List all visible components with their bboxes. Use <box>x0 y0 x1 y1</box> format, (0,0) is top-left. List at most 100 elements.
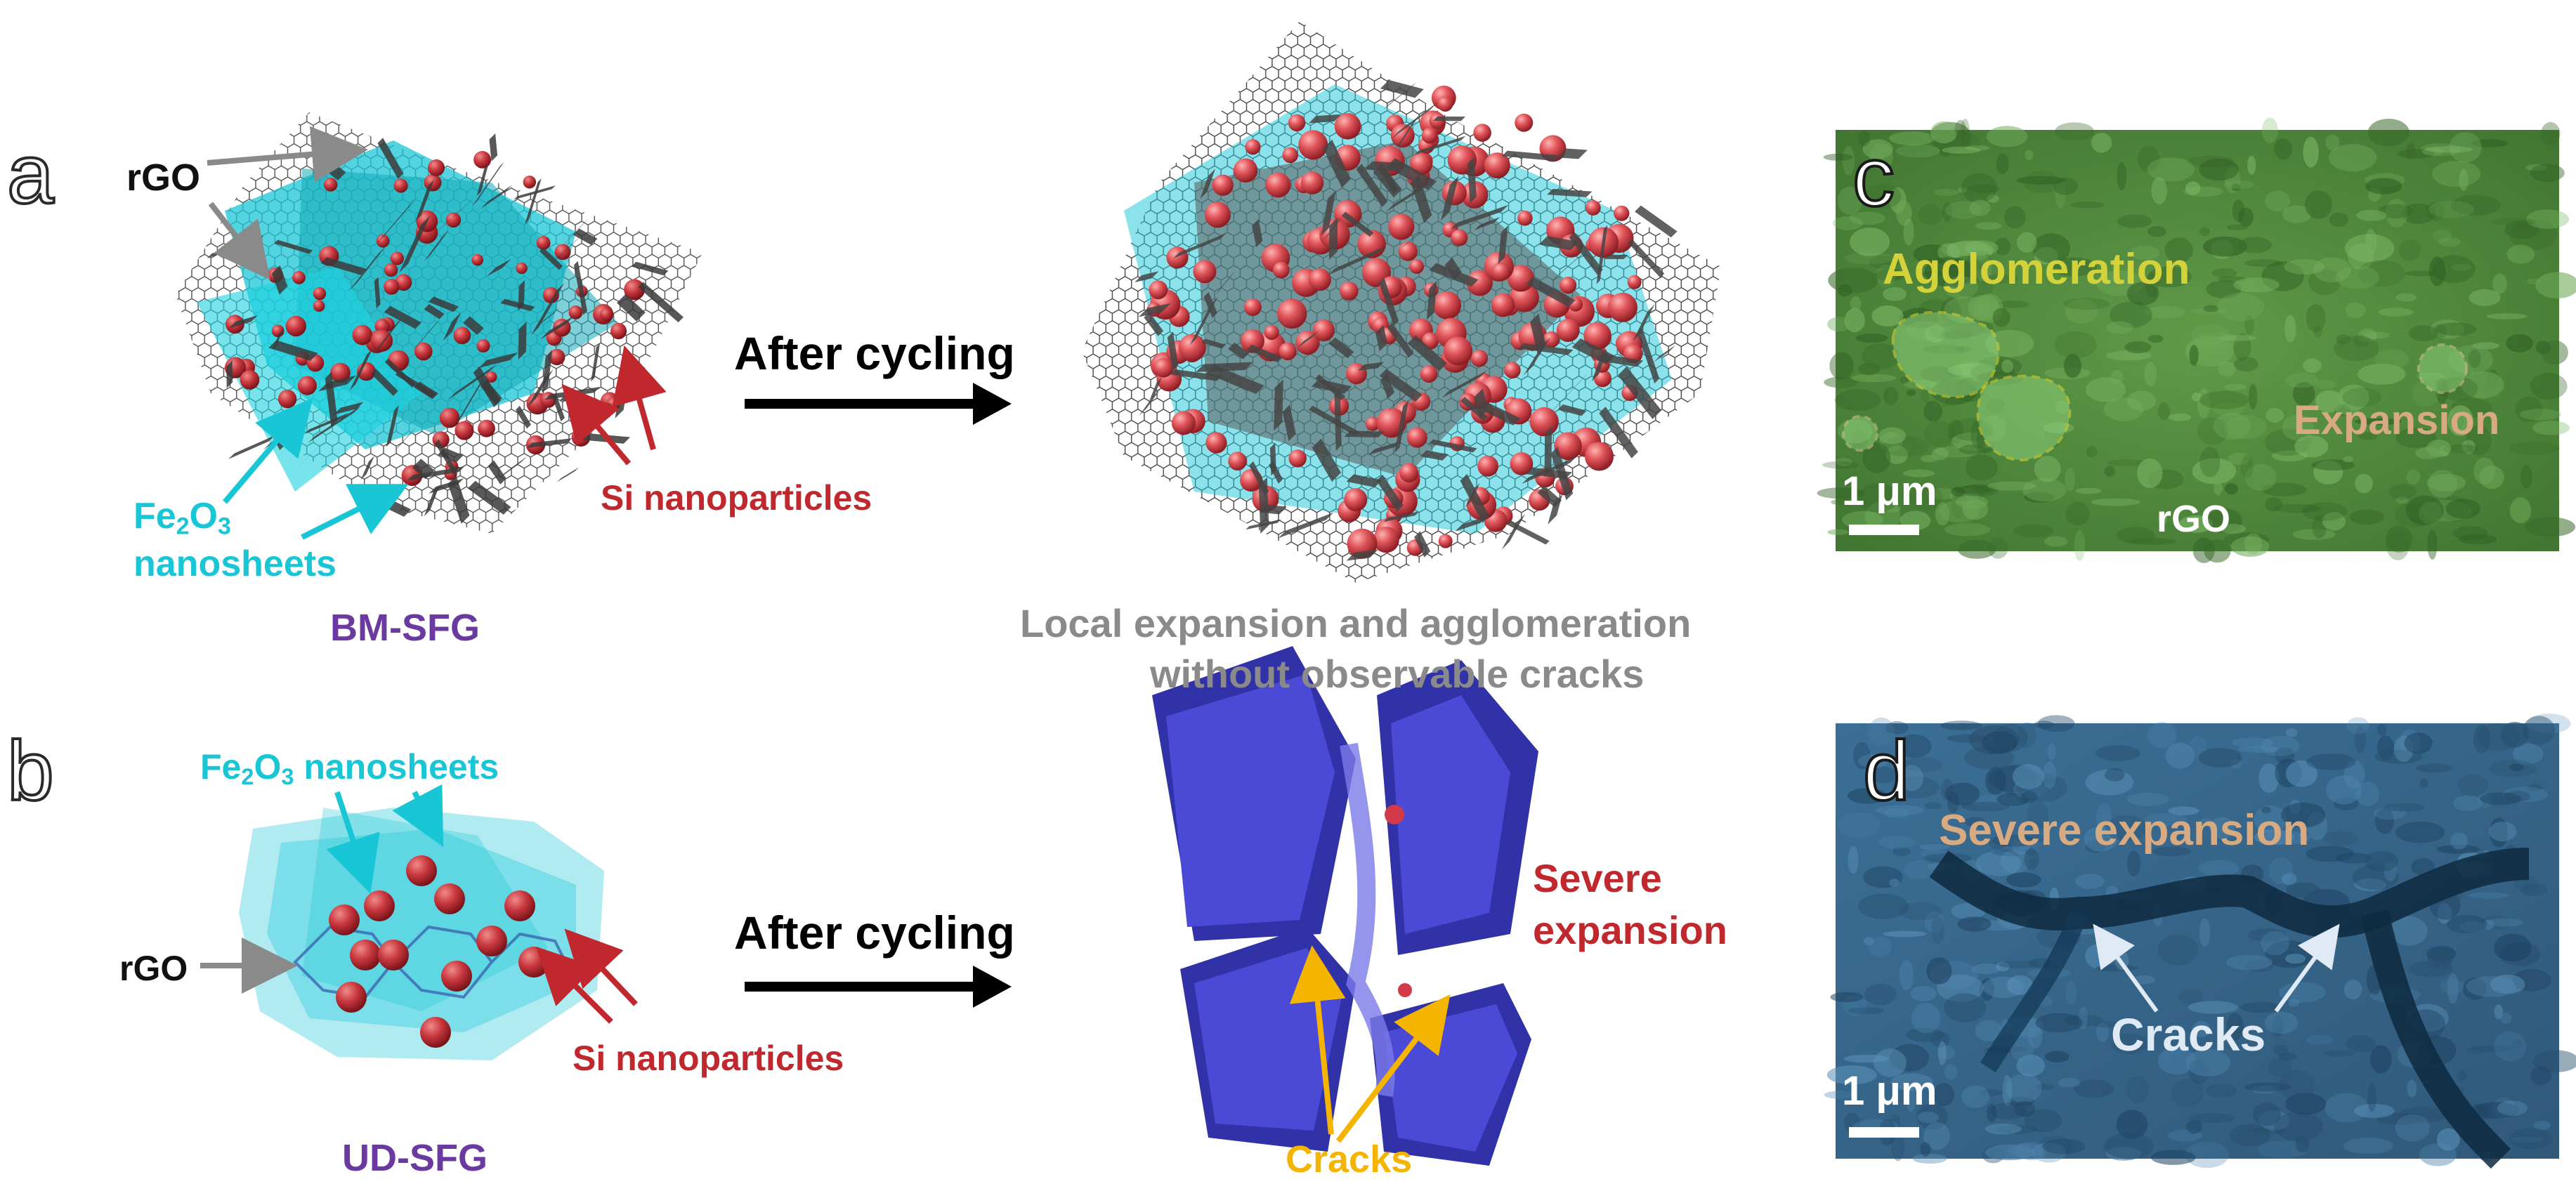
si-nanoparticle <box>297 376 317 395</box>
sem-texture <box>2126 282 2159 305</box>
sem-texture <box>1862 442 1891 473</box>
sem-texture <box>2358 363 2406 385</box>
sem-texture <box>2367 119 2410 147</box>
sem-texture <box>1850 374 1897 382</box>
rgo-flake <box>1414 531 1431 558</box>
rgo-flake <box>1547 188 1593 197</box>
rgo-flake <box>1548 374 1588 416</box>
sem-texture <box>1855 333 1888 343</box>
sem-texture <box>2388 484 2417 500</box>
si-nanoparticle <box>1543 331 1560 348</box>
sem-texture <box>1848 211 1886 225</box>
sem-texture <box>2532 421 2570 435</box>
sem-texture <box>2110 370 2124 383</box>
sem-texture <box>1992 834 2037 847</box>
rgo-flake <box>493 353 515 375</box>
sem-texture <box>2343 456 2353 463</box>
sem-texture <box>1967 184 2001 193</box>
si-nanoparticle <box>453 327 471 345</box>
rgo-flake <box>1383 511 1420 522</box>
si-nanoparticle <box>1149 280 1168 300</box>
sem-texture <box>2178 515 2213 533</box>
sem-texture <box>2232 199 2245 223</box>
sem-texture <box>2535 272 2576 298</box>
rgo-flake <box>308 405 361 443</box>
sem-texture <box>2336 334 2351 345</box>
sem-texture <box>2058 1077 2081 1088</box>
sem-texture <box>2342 387 2382 407</box>
fe2o3-arrow-2 <box>301 484 409 540</box>
si-nanoparticle <box>330 362 351 383</box>
sem-texture <box>1980 978 1994 1001</box>
sem-texture <box>1919 844 1950 850</box>
sem-texture <box>2304 190 2332 219</box>
sem-texture <box>2192 458 2237 485</box>
si-nanoparticle <box>378 940 409 970</box>
rgo-flake <box>1505 520 1550 545</box>
sem-texture <box>2349 509 2384 525</box>
sem-texture <box>1971 963 2001 975</box>
rgo-flake <box>1278 512 1334 539</box>
sem-texture <box>2365 178 2402 195</box>
rgo-flake <box>1321 190 1336 236</box>
sem-texture <box>1937 243 1960 261</box>
sem-texture <box>2520 883 2548 897</box>
si-nanoparticle <box>1233 158 1258 183</box>
sem-texture <box>2252 1102 2281 1126</box>
rgo-flake <box>456 378 485 424</box>
rgo-flake <box>304 412 349 435</box>
sem-texture <box>1926 957 1952 985</box>
rgo-flake <box>443 312 462 341</box>
sem-texture <box>1961 173 1997 203</box>
d-scale-label: 1 μm <box>1842 1068 1937 1114</box>
si-nanoparticle <box>336 982 367 1013</box>
sem-texture <box>2150 1150 2196 1165</box>
sem-texture <box>2016 176 2065 185</box>
sem-texture <box>1899 960 1914 991</box>
rgo-flake <box>1138 303 1171 317</box>
sem-texture <box>2329 144 2377 172</box>
sem-texture <box>2473 1102 2519 1119</box>
sem-texture <box>2244 959 2275 973</box>
sem-texture <box>2279 1052 2297 1060</box>
rgo-flake <box>1441 370 1488 398</box>
sem-texture <box>2469 289 2501 306</box>
sem-texture <box>2343 980 2362 999</box>
sem-texture <box>2006 1073 2042 1103</box>
sem-texture <box>2463 978 2487 1000</box>
sem-texture <box>2323 831 2358 847</box>
sem-texture <box>2343 760 2365 789</box>
sem-texture <box>1996 1125 2038 1134</box>
sem-texture <box>1964 817 1986 827</box>
expanded-si-spheres <box>1146 85 1643 559</box>
sem-texture <box>2285 1093 2327 1115</box>
sem-texture <box>2461 371 2504 399</box>
sem-texture <box>2054 122 2095 141</box>
sem-texture <box>2506 244 2535 264</box>
rgo-flake <box>424 304 445 320</box>
sem-texture <box>2191 393 2202 402</box>
si-nanoparticle <box>374 318 391 334</box>
si-nanoparticle <box>406 855 437 886</box>
si-nanoparticle <box>1433 291 1462 320</box>
rgo-flake <box>1375 324 1388 352</box>
rgo-flake <box>539 247 563 270</box>
sem-texture <box>2488 822 2517 842</box>
sem-texture <box>2074 529 2086 561</box>
si-nanoparticle <box>1241 329 1264 353</box>
rgo-flake <box>333 402 364 415</box>
fe2o3-arrow-1 <box>222 397 313 504</box>
sem-texture <box>1999 960 2040 968</box>
a-fe2o3-label: Fe2O3 <box>133 496 231 540</box>
sem-texture <box>2266 408 2284 423</box>
sem-texture <box>2086 840 2105 853</box>
sem-texture <box>1910 986 1937 1001</box>
si-nanoparticle <box>240 370 260 390</box>
rgo-flake <box>1501 150 1560 162</box>
sem-texture <box>2490 975 2525 994</box>
sem-texture <box>1876 265 1896 288</box>
sem-texture <box>2034 246 2058 265</box>
rgo-flake <box>1498 225 1508 265</box>
rgo-flake <box>386 405 399 447</box>
rgo-flake <box>1420 450 1449 461</box>
